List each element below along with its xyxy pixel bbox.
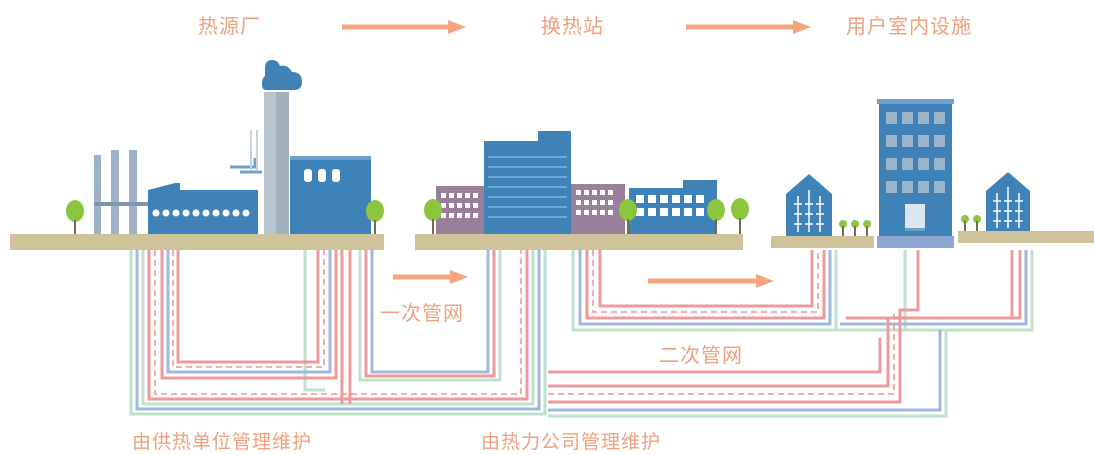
primary-pipe-network [129, 250, 547, 416]
primary-network-label: 一次管网 [380, 301, 464, 325]
ground [10, 231, 1094, 250]
stage-label-user: 用户室内设施 [846, 14, 972, 38]
heat-exchange-station [424, 131, 749, 234]
stage-label-station: 换热站 [541, 14, 604, 38]
secondary-pipe-network [548, 250, 1034, 418]
stage-label-plant: 热源厂 [198, 14, 261, 38]
secondary-network-label: 二次管网 [659, 343, 743, 367]
maintenance-label-supplier: 由供热单位管理维护 [132, 431, 313, 453]
flow-arrow-primary [393, 270, 468, 284]
user-facilities [786, 99, 1030, 236]
heat-source-plant [66, 60, 384, 234]
flow-arrow-secondary [648, 274, 774, 288]
flow-arrow-top-1 [342, 20, 466, 34]
flow-arrow-top-2 [686, 20, 811, 34]
maintenance-label-company: 由热力公司管理维护 [481, 431, 662, 453]
